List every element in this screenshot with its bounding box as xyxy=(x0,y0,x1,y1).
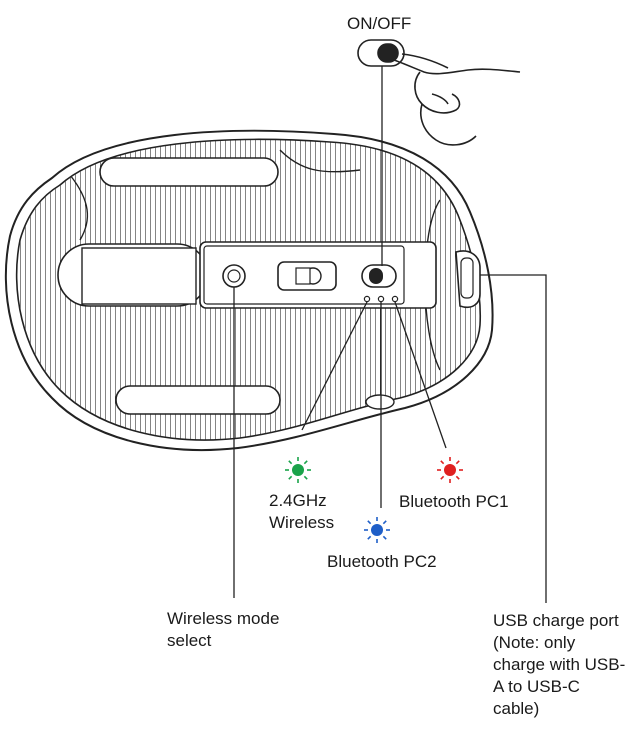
label-wireless-mode-select: Wireless mode select xyxy=(167,609,280,650)
hand-pressing-switch-illustration xyxy=(357,39,521,146)
label-bluetooth-pc1: Bluetooth PC1 xyxy=(399,492,509,511)
label-on-off: ON/OFF xyxy=(347,14,412,33)
led-green-icon xyxy=(285,457,311,483)
bottom-glide-pad xyxy=(115,385,281,415)
top-glide-pad xyxy=(99,157,279,187)
leader-lines xyxy=(233,66,547,603)
label-24ghz-wireless: 2.4GHz Wireless xyxy=(269,491,335,532)
led-blue-icon xyxy=(364,517,390,543)
led-red-icon xyxy=(437,457,463,483)
led-wireless-24 xyxy=(363,295,371,303)
led-bt-pc2 xyxy=(377,295,385,303)
mouse-body xyxy=(4,129,494,451)
label-usb-charge-port: USB charge port (Note: only charge with … xyxy=(493,611,626,718)
label-bluetooth-pc2: Bluetooth PC2 xyxy=(327,552,437,571)
led-bt-pc1 xyxy=(391,295,399,303)
